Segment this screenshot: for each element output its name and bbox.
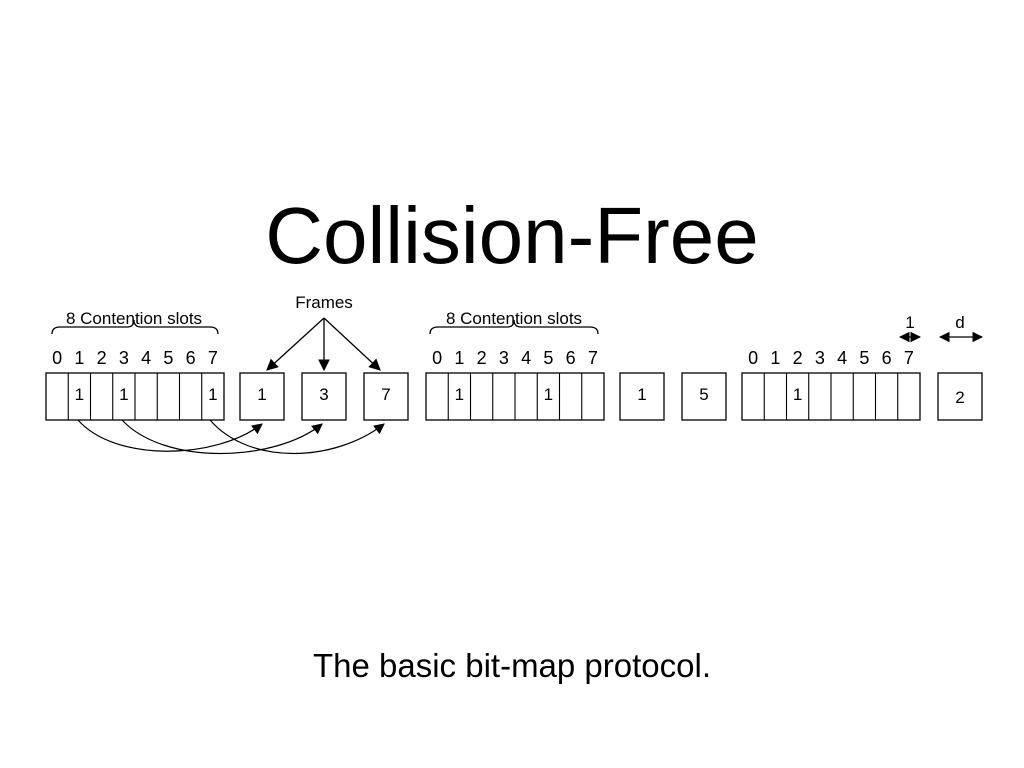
slot-number: 1 (454, 348, 464, 368)
frame-box (363, 372, 409, 421)
frame-label: 3 (319, 385, 328, 404)
slot-number: 6 (186, 348, 196, 368)
frames-label: Frames (295, 293, 353, 312)
slot-number: 0 (52, 348, 62, 368)
slot-bit: 1 (455, 385, 464, 404)
slot-number: 5 (543, 348, 553, 368)
slot-number: 7 (904, 348, 914, 368)
slot-number: 5 (859, 348, 869, 368)
slot-number: 3 (499, 348, 509, 368)
contention-brace-1 (51, 319, 219, 335)
slot-number: 7 (588, 348, 598, 368)
frame-box (239, 372, 285, 421)
slot-bit: 1 (119, 385, 128, 404)
frame-label: 1 (637, 385, 646, 404)
frame-label: 1 (257, 385, 266, 404)
frames-arrow-to-frame-1 (266, 317, 325, 371)
frame-box (301, 372, 347, 421)
frame-box (681, 372, 727, 421)
frame-label: 5 (699, 385, 708, 404)
slot-number: 6 (882, 348, 892, 368)
slot-number: 4 (521, 348, 531, 368)
one-bit-width-label: 1 (905, 313, 914, 332)
slot-bit: 1 (208, 385, 217, 404)
slot-number: 0 (432, 348, 442, 368)
figure-caption: The basic bit-map protocol. (312, 647, 711, 684)
slot-bit: 1 (793, 385, 802, 404)
slot-number: 2 (97, 348, 107, 368)
d-width-label: d (955, 313, 964, 332)
slot-number: 4 (141, 348, 151, 368)
contention-brace-2 (429, 319, 599, 335)
slot-number: 2 (477, 348, 487, 368)
slot-bit: 1 (544, 385, 553, 404)
slot-number: 1 (770, 348, 780, 368)
frame-label: 7 (381, 385, 390, 404)
slot-number: 2 (793, 348, 803, 368)
slot-bit: 1 (75, 385, 84, 404)
contention-slots-label-2: 8 Contention slots (446, 309, 582, 328)
bit-arrow-slot3-to-frame-3 (121, 419, 323, 455)
page-title: Collision-Free (265, 191, 759, 280)
slot-number: 3 (119, 348, 129, 368)
bit-arrow-slot7-to-frame-7 (209, 419, 385, 454)
slot-number: 1 (74, 348, 84, 368)
slot-number: 7 (208, 348, 218, 368)
frame-box (937, 372, 983, 421)
slot-number: 3 (815, 348, 825, 368)
slot-number: 0 (748, 348, 758, 368)
frame-label: 2 (955, 388, 964, 407)
slot-number: 5 (163, 348, 173, 368)
slot-number: 6 (566, 348, 576, 368)
slot-number: 4 (837, 348, 847, 368)
bit-arrow-slot1-to-frame-1 (77, 419, 263, 452)
frames-arrow-to-frame-7 (323, 317, 381, 371)
frame-box (619, 372, 665, 421)
contention-slots-label-1: 8 Contention slots (66, 309, 202, 328)
